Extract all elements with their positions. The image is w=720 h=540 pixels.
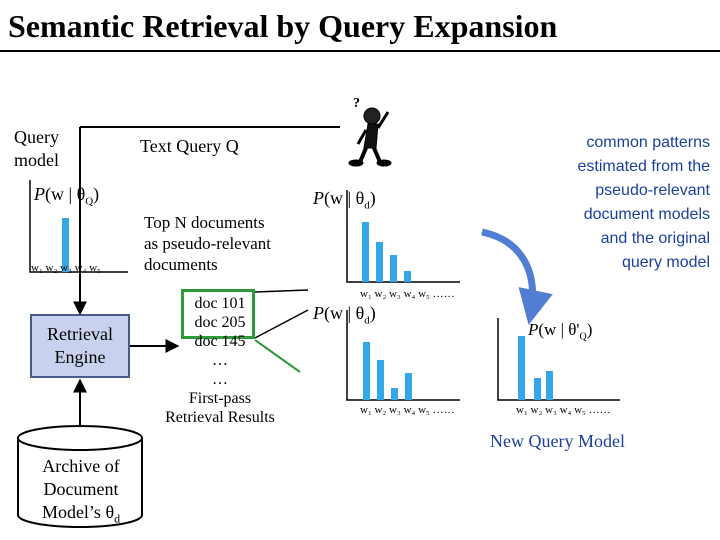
- doc-list-ellipsis: …: [212, 371, 228, 388]
- doc-model-top-bar-2: [376, 242, 383, 282]
- query-model-word-axis: w₁ w₂ w₃ w₄ w₅: [31, 262, 101, 274]
- doc-list-caption-1: First-pass: [188, 390, 252, 407]
- title-rule: [0, 50, 720, 52]
- user-question-mark: ?: [353, 96, 360, 111]
- results-to-model-line-1: [254, 289, 309, 293]
- doc-model-bottom-formula: P(w | θd): [313, 303, 376, 327]
- new-query-model-bar-1: [518, 336, 525, 400]
- new-query-model-word-axis: w₁ w₂ w₃ w₄ w₅ ……: [516, 404, 611, 416]
- doc-list-caption-2: Retrieval Results: [165, 409, 275, 426]
- query-model-axes: [29, 180, 128, 273]
- doc-model-bottom-bar-1: [363, 342, 370, 400]
- expansion-arrow: [481, 228, 553, 325]
- new-query-model-caption: New Query Model: [490, 431, 625, 451]
- retrieval-engine-line-1: Retrieval: [47, 324, 113, 344]
- new-query-model-formula: P(w | θ'Q): [528, 320, 593, 343]
- doc-model-bottom-word-axis: w₁ w₂ w₃ w₄ w₅ ……: [360, 404, 455, 416]
- query-model-formula: P(w | θQ): [34, 184, 100, 208]
- page-title: Semantic Retrieval by Query Expansion: [8, 8, 558, 44]
- doc-list-highlight: [181, 289, 255, 339]
- results-to-model-line-2: [254, 309, 309, 339]
- doc-model-top-bar-4: [404, 271, 411, 282]
- retrieval-engine-box: Retrieval Engine: [30, 314, 130, 378]
- top-n-label: Top N documents as pseudo-relevant docum…: [144, 213, 271, 274]
- doc-list-item: doc 145: [194, 333, 246, 350]
- retrieval-engine-line-2: Engine: [54, 347, 106, 367]
- doc-model-top-axes: [346, 190, 460, 283]
- user-icon: [348, 107, 392, 167]
- doc-model-bottom-bar-4: [391, 388, 398, 400]
- new-query-model-bar-3: [546, 371, 553, 400]
- new-query-model-axes: [497, 318, 620, 401]
- doc-list-ellipsis: …: [212, 352, 228, 369]
- doc-list: doc 101 doc 205 doc 145 … … First-pass R…: [150, 294, 290, 427]
- archive-label: Archive of Document Model’s θd: [41, 456, 121, 526]
- archive-cylinder-body: [17, 438, 143, 528]
- doc-model-top-word-axis: w₁ w₂ w₃ w₄ w₅ ……: [360, 288, 455, 300]
- highlight-link: [254, 339, 301, 373]
- new-query-model-bar-2: [534, 378, 541, 400]
- doc-list-item: doc 205: [194, 314, 246, 331]
- doc-model-bottom-bar-2: [377, 360, 384, 400]
- doc-model-top-formula: P(w | θd): [313, 188, 376, 212]
- query-model-label: Query model: [14, 127, 59, 170]
- doc-model-bottom-axes: [346, 310, 460, 401]
- query-model-bar: [62, 218, 69, 272]
- doc-model-top-bar-3: [390, 255, 397, 282]
- doc-list-item: doc 101: [194, 295, 246, 312]
- archive-cylinder-top: [17, 425, 143, 451]
- doc-model-top-bar-1: [362, 222, 369, 282]
- text-query-label: Text Query Q: [140, 136, 239, 156]
- common-patterns-note: common patterns estimated from the pseud…: [577, 134, 711, 271]
- doc-model-bottom-bar-3: [405, 373, 412, 400]
